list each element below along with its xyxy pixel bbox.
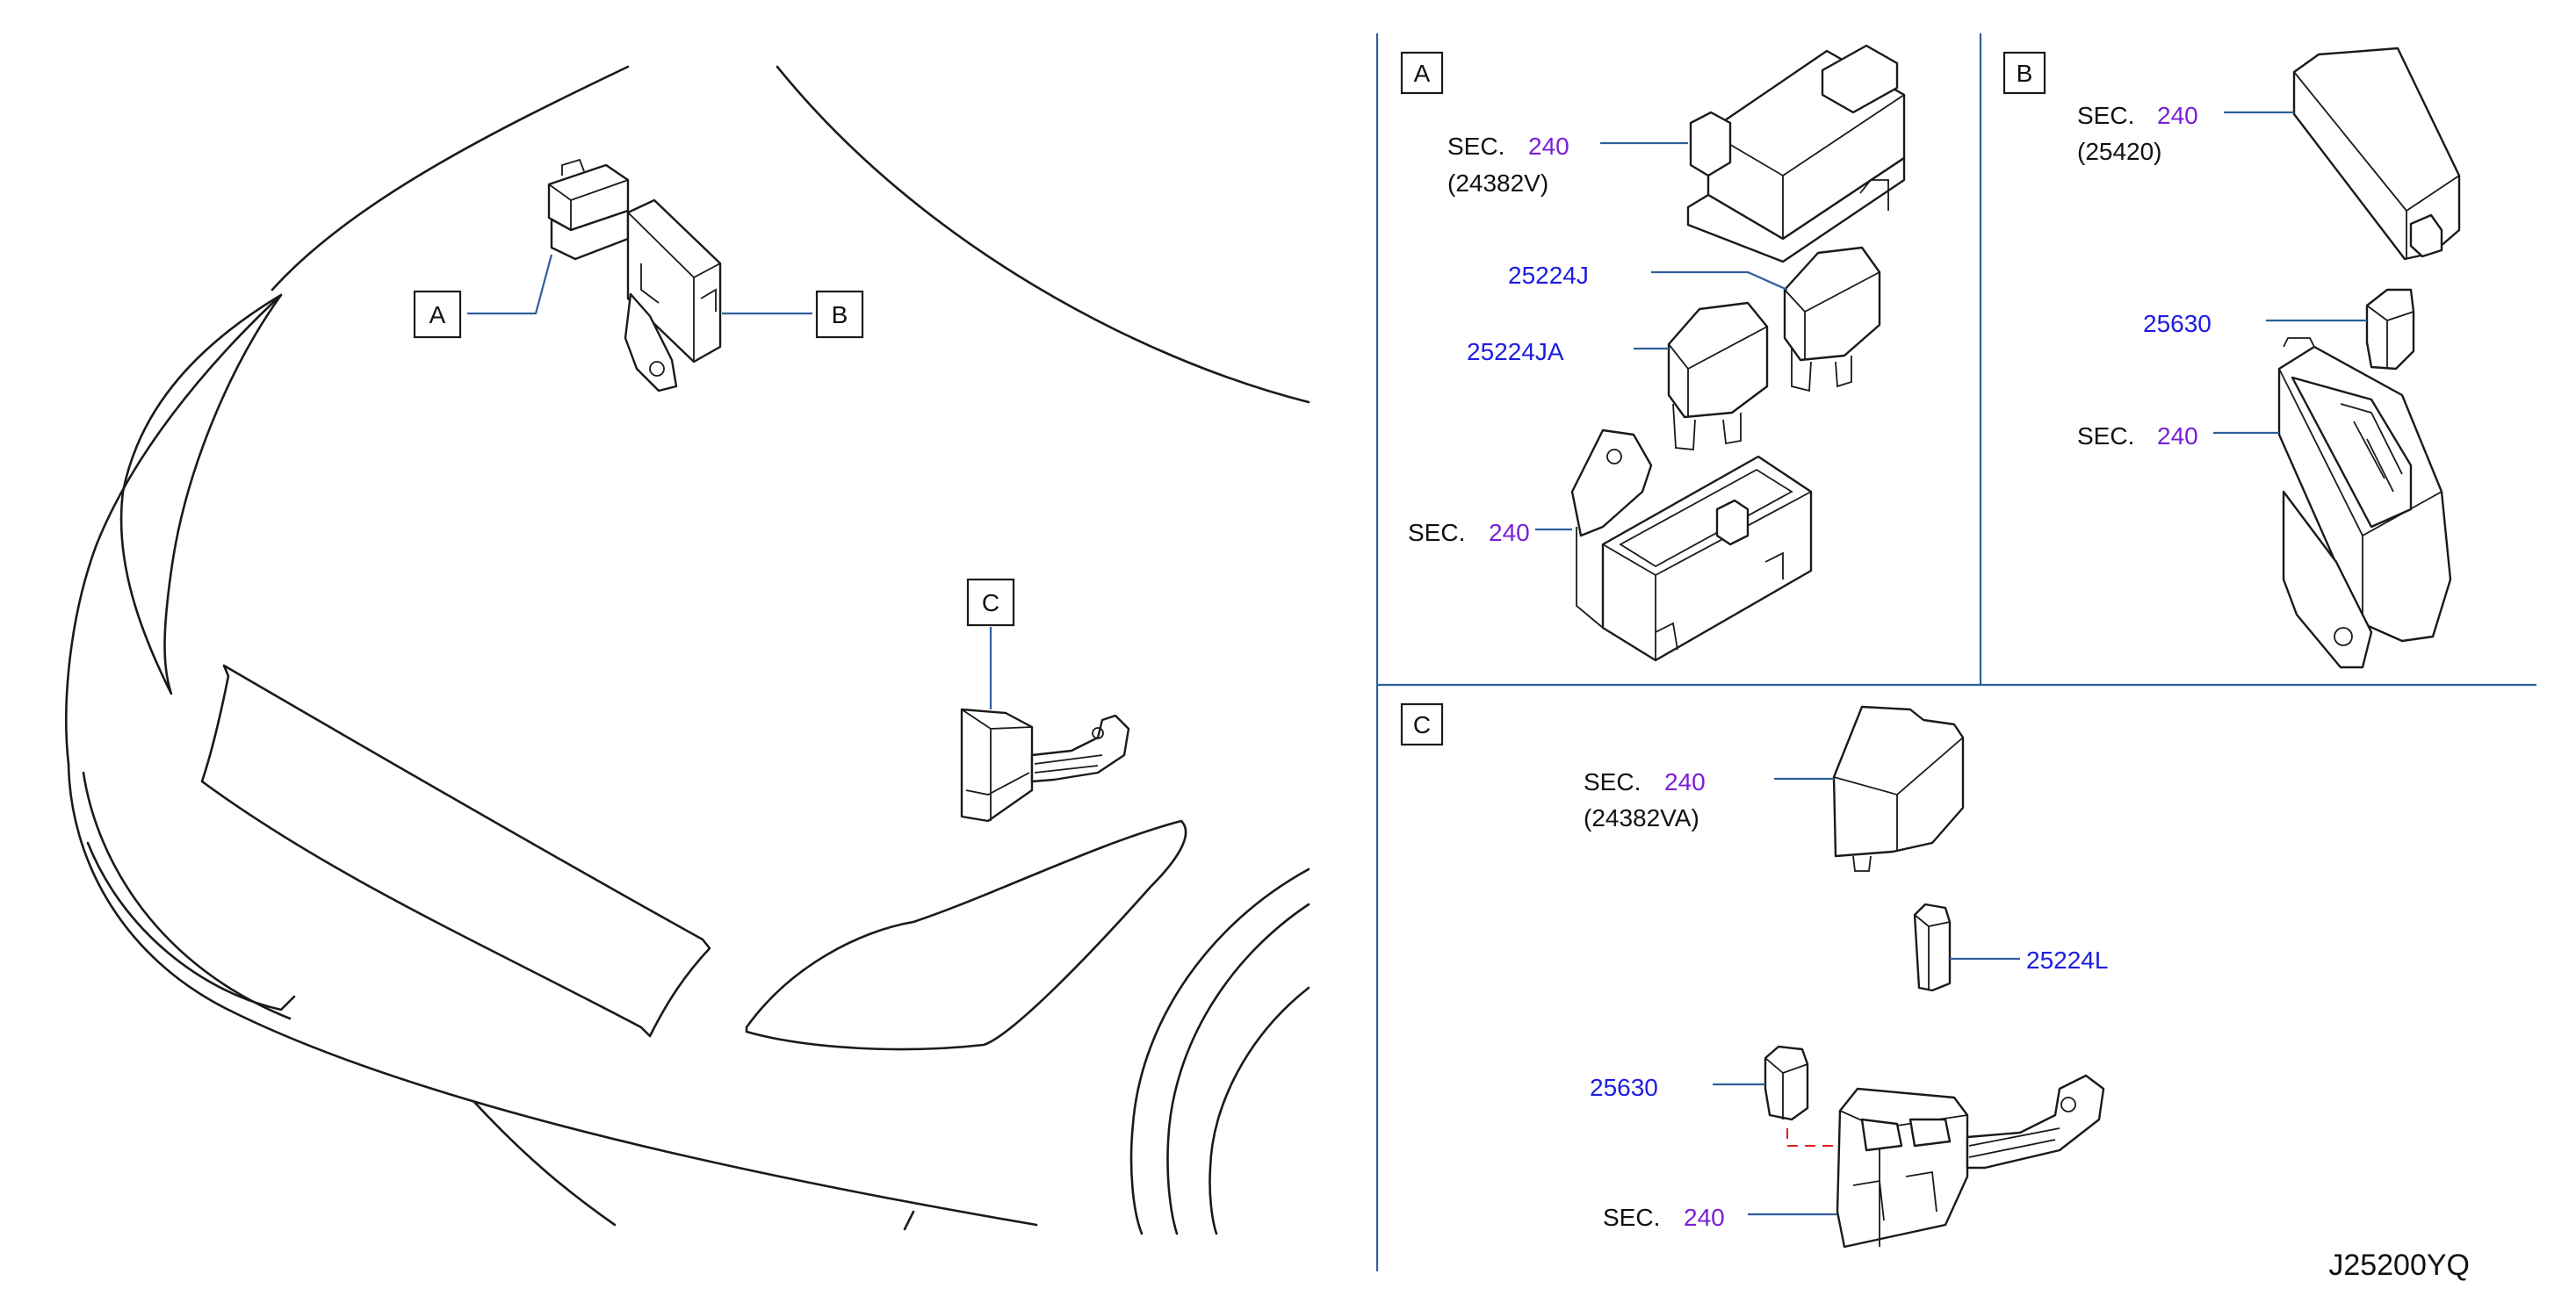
- panel-b-cover: [2292, 47, 2461, 261]
- panel-a-sec-label: SEC.: [1447, 133, 1504, 160]
- callout-c-label: C: [982, 589, 999, 616]
- panel-a-relay-2: [1667, 301, 1769, 450]
- panel-a-relay-2-part: 25224JA: [1467, 338, 1564, 365]
- panel-b-sec-number: 240: [2157, 102, 2198, 129]
- panel-c-relay-2-part: 25630: [1590, 1074, 1658, 1101]
- panel-b-base-sec-label: SEC.: [2077, 422, 2134, 450]
- panel-a-base-sec-label: SEC.: [1408, 519, 1465, 546]
- panel-c: C SEC. 240 (24382VA) 25224L 25630: [1400, 702, 2108, 1249]
- panel-c-sec-number: 240: [1664, 768, 1706, 795]
- panel-b-label: B: [2017, 60, 2033, 87]
- panel-b-fuse-block: [2277, 337, 2452, 669]
- panel-a-relay-1-part: 25224J: [1508, 262, 1589, 289]
- panel-c-label: C: [1413, 711, 1431, 738]
- panel-c-cover: [1832, 705, 1965, 872]
- panel-c-relay-base: [1836, 1074, 2105, 1249]
- panel-b-cover-part: (25420): [2077, 138, 2162, 165]
- panel-a-label: A: [1414, 60, 1431, 87]
- overview-relay-box-c: [960, 708, 1130, 823]
- panel-a-sec-number: 240: [1528, 133, 1569, 160]
- panel-a-base-sec-number: 240: [1489, 519, 1530, 546]
- diagram-code: J25200YQ: [2328, 1249, 2470, 1282]
- vehicle-outline: [65, 65, 1310, 1235]
- panel-a-cover: [1686, 44, 1906, 263]
- panel-c-relay-1-part: 25224L: [2026, 947, 2108, 974]
- callout-b-label: B: [832, 301, 848, 328]
- panel-b-sec-label: SEC.: [2077, 102, 2134, 129]
- panel-c-base-sec-label: SEC.: [1603, 1204, 1660, 1231]
- panel-a: A SEC. 240 (24382V) 25224J 25224J: [1400, 44, 1906, 662]
- panel-c-cover-part: (24382VA): [1584, 804, 1699, 831]
- overview-relay-box-a: [547, 158, 630, 261]
- panel-b-relay: [2365, 288, 2415, 371]
- overview-fuse-box-b: [624, 198, 722, 392]
- panel-a-relay-base: [1570, 428, 1813, 662]
- panel-a-relay-1: [1783, 246, 1881, 392]
- panel-c-relay-2: [1764, 1045, 1809, 1121]
- panel-b-base-sec-number: 240: [2157, 422, 2198, 450]
- panel-a-cover-part: (24382V): [1447, 169, 1548, 197]
- detail-frames: [1375, 33, 2536, 1271]
- panel-c-base-sec-number: 240: [1684, 1204, 1725, 1231]
- panel-c-sec-label: SEC.: [1584, 768, 1641, 795]
- callout-a-label: A: [429, 301, 446, 328]
- panel-c-relay-1: [1913, 903, 1952, 992]
- panel-b: B SEC. 240 (25420) 25630 SEC.: [2002, 47, 2461, 669]
- panel-b-relay-part: 25630: [2143, 310, 2212, 337]
